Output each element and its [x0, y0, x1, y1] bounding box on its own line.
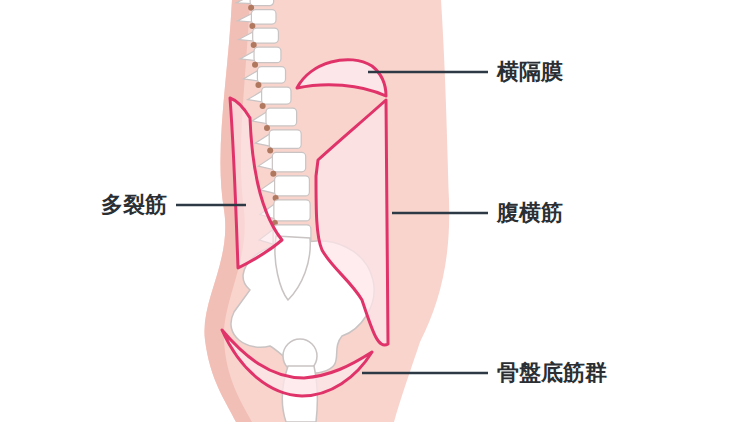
muscle-label: 横隔膜: [497, 59, 563, 85]
leader-line: [362, 372, 488, 375]
leader-line: [176, 204, 246, 207]
disc-dot: [264, 125, 270, 131]
vertebra: [257, 67, 285, 83]
disc-dot: [270, 171, 276, 177]
muscle-label: 骨盤底筋群: [497, 360, 607, 386]
vertebra: [269, 130, 301, 149]
muscle-label: 腹横筋: [497, 200, 563, 226]
disc-dot: [267, 147, 273, 153]
leader-line: [368, 71, 488, 74]
pelvic-floor: [222, 330, 372, 396]
vertebra: [274, 200, 310, 221]
leader-line: [392, 212, 488, 215]
disc-dot: [255, 82, 261, 88]
vertebra: [275, 176, 310, 196]
vertebra: [253, 28, 279, 43]
vertebra: [251, 10, 276, 24]
vertebra: [266, 108, 297, 126]
transversus-abdominis: [316, 100, 388, 345]
body-silhouette: [204, 0, 449, 422]
multifidus: [230, 98, 282, 268]
vertebra: [262, 87, 291, 104]
sacrum: [275, 236, 310, 300]
vertebra: [254, 47, 281, 63]
muscle-label: 多裂筋: [101, 192, 167, 218]
vertebra: [250, 0, 274, 6]
vertebra: [272, 152, 305, 171]
disc-dot: [260, 103, 266, 109]
disc-dot: [252, 62, 258, 68]
diaphragm: [297, 60, 386, 96]
